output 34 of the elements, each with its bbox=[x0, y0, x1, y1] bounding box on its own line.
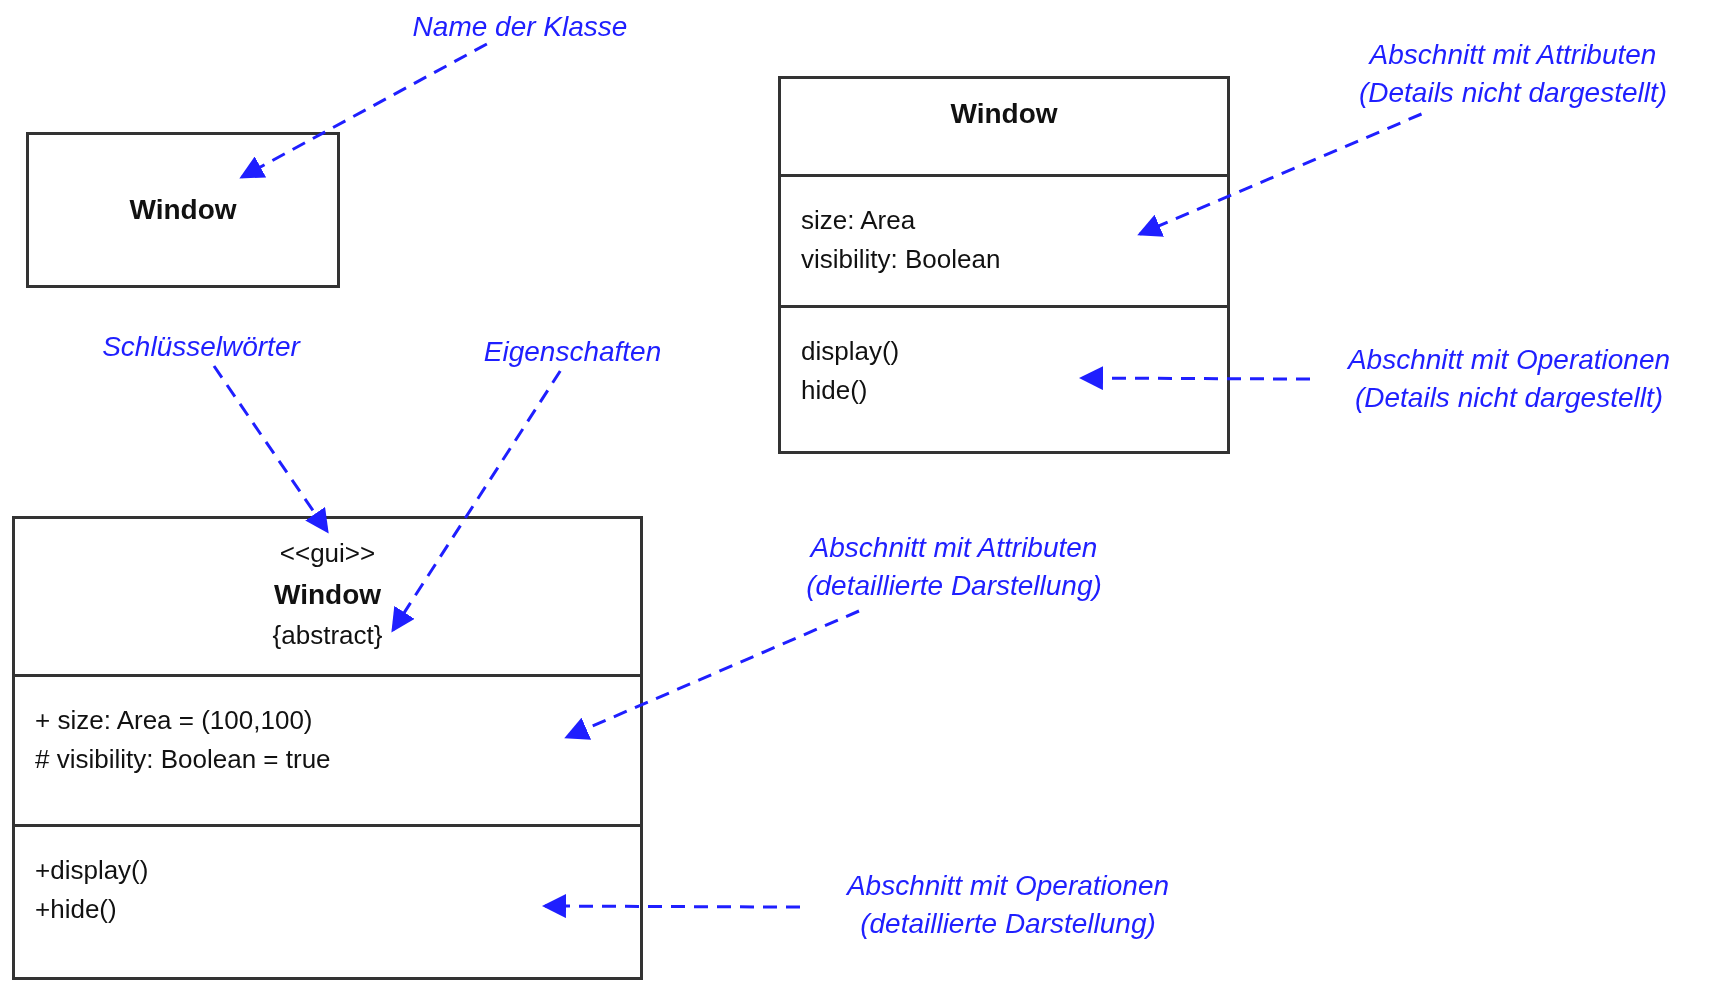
class-name: Window bbox=[950, 97, 1058, 131]
annotation-text: Abschnitt mit Attributen bbox=[810, 531, 1098, 565]
class-box bbox=[26, 132, 340, 288]
annotation-text: (Details nicht dargestellt) bbox=[1358, 76, 1668, 110]
operation-text: display() bbox=[801, 335, 900, 368]
property-text: {abstract} bbox=[272, 619, 383, 652]
dashed-arrow bbox=[542, 894, 800, 919]
attribute-text: size: Area bbox=[801, 204, 916, 237]
annotation-text: Abschnitt mit Operationen bbox=[846, 869, 1170, 903]
annotation-text: (Details nicht dargestellt) bbox=[1354, 381, 1664, 415]
annotation-text: Name der Klasse bbox=[412, 10, 628, 44]
attribute-text: # visibility: Boolean = true bbox=[35, 743, 331, 776]
class-box bbox=[778, 76, 1230, 454]
dashed-arrow bbox=[212, 365, 329, 534]
attribute-text: + size: Area = (100,100) bbox=[35, 704, 313, 737]
class-name: Window bbox=[129, 193, 237, 227]
operation-text: +display() bbox=[35, 854, 149, 887]
class-name: Window bbox=[273, 578, 382, 612]
dashed-arrow bbox=[239, 42, 488, 179]
class-box bbox=[12, 516, 643, 980]
annotation-text: Abschnitt mit Attributen bbox=[1369, 38, 1657, 72]
dashed-arrow bbox=[1137, 112, 1423, 237]
dashed-arrow bbox=[564, 609, 860, 740]
annotation-text: (detaillierte Darstellung) bbox=[806, 569, 1102, 603]
attribute-text: visibility: Boolean bbox=[801, 243, 1001, 276]
annotation-text: Schlüsselwörter bbox=[102, 330, 300, 364]
dashed-arrow bbox=[1079, 366, 1310, 391]
annotation-text: Eigenschaften bbox=[483, 335, 662, 369]
dashed-arrow bbox=[391, 370, 562, 633]
operation-text: +hide() bbox=[35, 893, 117, 926]
operation-text: hide() bbox=[801, 374, 868, 407]
annotation-text: (detaillierte Darstellung) bbox=[860, 907, 1156, 941]
annotation-text: Abschnitt mit Operationen bbox=[1347, 343, 1671, 377]
stereotype-text: <<gui>> bbox=[279, 537, 376, 570]
